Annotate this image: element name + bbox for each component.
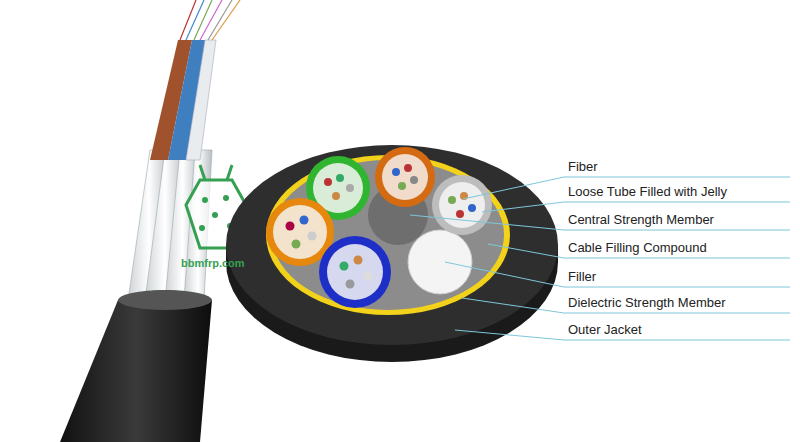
- part-label: Central Strength Member: [568, 212, 714, 227]
- outer-jacket: [60, 290, 212, 442]
- part-label: Cable Filling Compound: [568, 240, 707, 255]
- cross-section: [226, 145, 558, 362]
- jacket-cap: [118, 290, 212, 310]
- part-label: Filler: [568, 269, 596, 284]
- part-label: Fiber: [568, 159, 598, 174]
- cable-strands: [128, 0, 240, 300]
- leader-line: [463, 177, 790, 199]
- part-label: Loose Tube Filled with Jelly: [568, 184, 727, 199]
- leader-line: [445, 262, 790, 287]
- leader-line: [482, 202, 790, 212]
- part-label: Dielectric Strength Member: [568, 295, 726, 310]
- watermark: bbmfrp.com: [181, 256, 245, 271]
- part-label: Outer Jacket: [568, 322, 642, 337]
